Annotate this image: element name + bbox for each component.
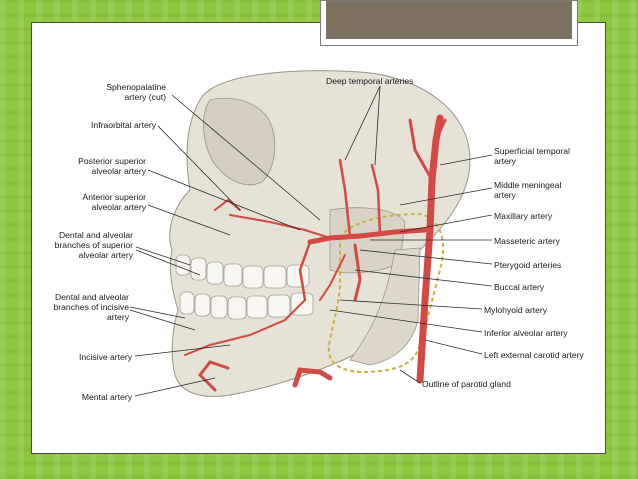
label-mylohyoid: Mylohyoid artery [484, 305, 548, 315]
label-infraorbital: Infraorbital artery [91, 120, 156, 130]
label-masseteric: Masseteric artery [494, 236, 560, 246]
label-maxillary: Maxillary artery [494, 211, 553, 221]
label-parotid-outline: Outline of parotid gland [422, 379, 511, 389]
upper-teeth [175, 254, 310, 289]
arteries [184, 114, 447, 392]
label-inferior-alveolar: Inferior alveolar artery [484, 328, 568, 338]
slide-title-box [320, 0, 578, 46]
label-mental: Mental artery [81, 392, 132, 402]
label-left-external-carotid: Left external carotid artery [484, 350, 584, 360]
label-buccal: Buccal artery [494, 282, 545, 292]
leader-lines [129, 85, 493, 397]
label-pterygoid: Pterygoid arteries [494, 260, 562, 270]
label-deep-temporal: Deep temporal arteries [326, 76, 414, 86]
label-incisive: Incisive artery [78, 352, 132, 362]
slide-title-fill [326, 1, 572, 39]
